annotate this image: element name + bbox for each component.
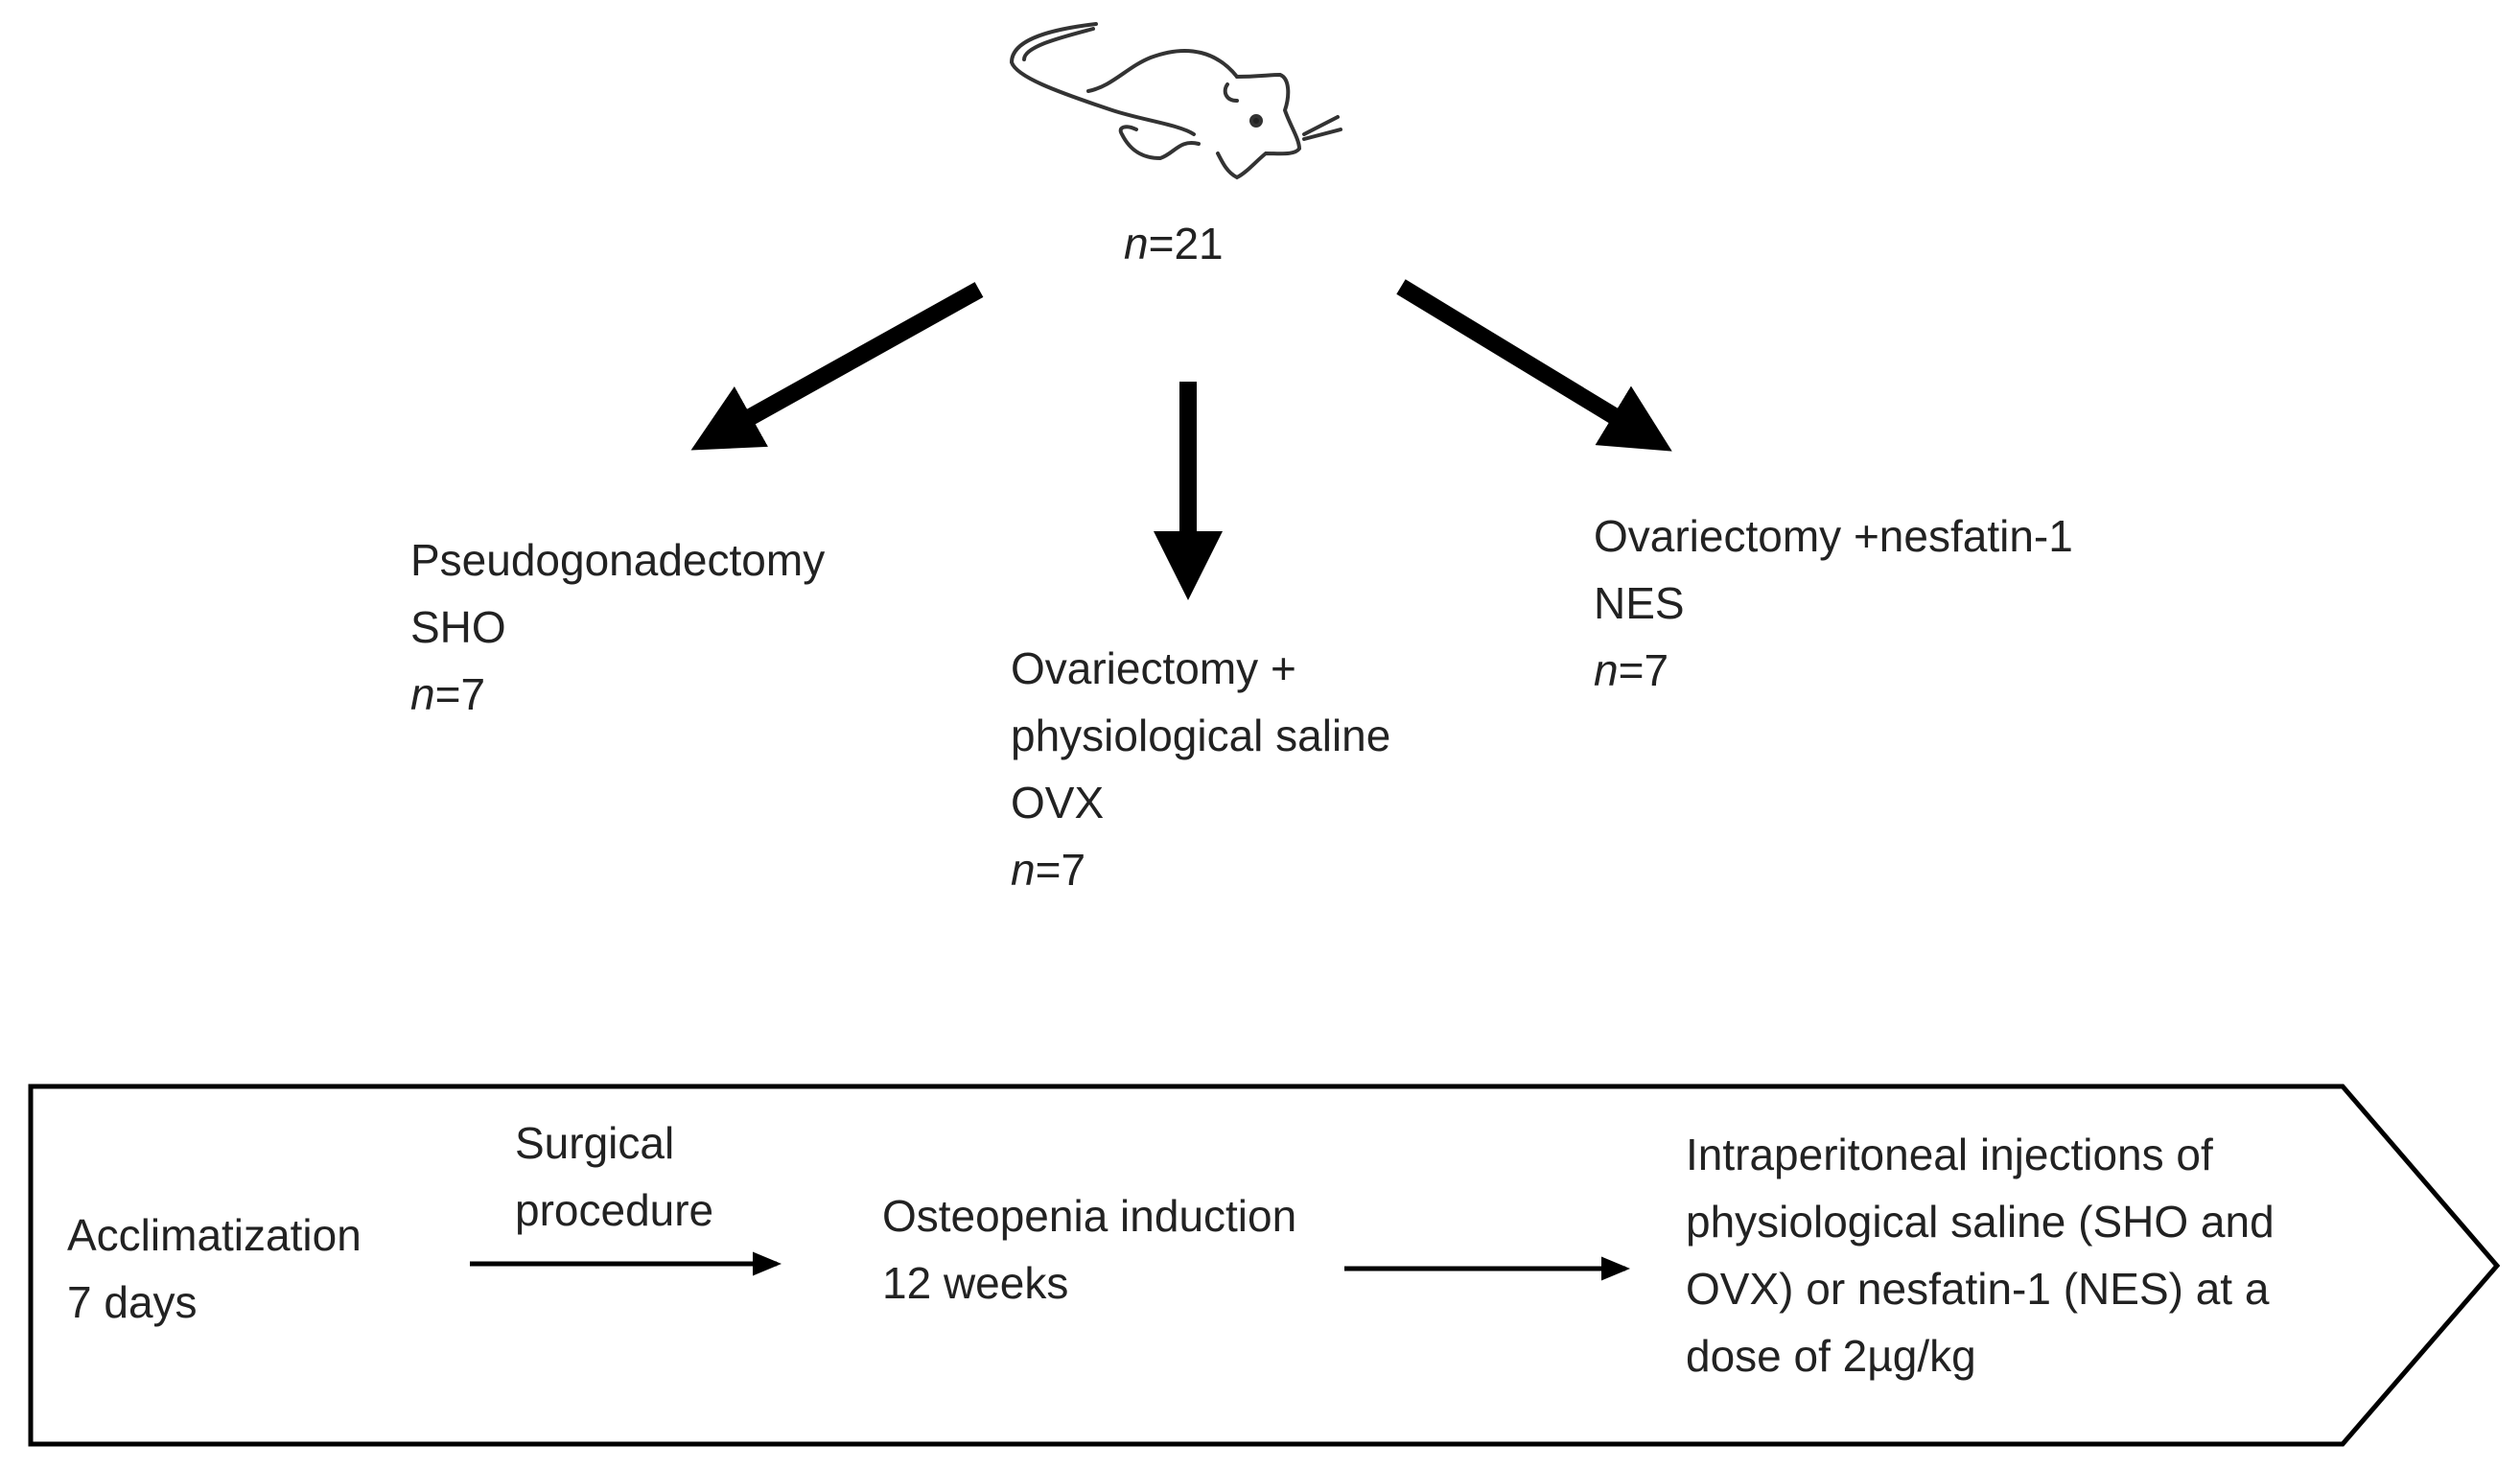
n-value: =7 [434,669,486,719]
group-title: Pseudogonadectomy [410,535,826,585]
n-value: =21 [1148,219,1224,268]
n-label: n [1011,845,1036,895]
group-title: Ovariectomy +nesfatin-1 [1594,511,2073,561]
group-code: OVX [1011,778,1105,828]
group-n: n=7 [410,661,825,728]
group-ovx: Ovariectomy + physiological saline OVX n… [1011,635,1390,903]
step-line: OVX) or nesfatin-1 (NES) at a [1686,1264,2270,1314]
group-title-line2: physiological saline [1011,711,1391,760]
n-label: n [1594,645,1619,695]
step-line: dose of 2µg/kg [1686,1331,1976,1381]
arrow-to-sho [690,282,984,451]
n-value: =7 [1035,845,1086,895]
group-code: NES [1594,578,1685,628]
step-acclimatization: Acclimatization 7 days [67,1201,362,1336]
step-osteopenia: Osteopenia induction 12 weeks [882,1182,1296,1317]
step-surgical: Surgical procedure [515,1109,713,1244]
step-title: Acclimatization [67,1210,362,1260]
group-sho: Pseudogonadectomy SHO n=7 [410,526,825,728]
group-code: SHO [410,602,506,652]
n-label: n [1124,219,1149,268]
group-title: Ovariectomy + [1011,643,1296,693]
step-line: physiological saline (SHO and [1686,1197,2275,1247]
total-n: n=21 [1124,210,1224,277]
arrow-to-nes [1396,279,1672,452]
step-title: Surgical [515,1118,675,1168]
step-title-line2: procedure [515,1185,714,1235]
step-title: Osteopenia induction [882,1191,1297,1241]
timeline-box [28,1084,2501,1447]
mouse-illustration [1009,22,1342,180]
step-injections: Intraperitoneal injections of physiologi… [1686,1121,2275,1389]
n-value: =7 [1618,645,1669,695]
n-label: n [410,669,435,719]
step-duration: 12 weeks [882,1258,1069,1308]
group-n: n=7 [1594,637,2073,704]
step-line: Intraperitoneal injections of [1686,1130,2213,1179]
group-nes: Ovariectomy +nesfatin-1 NES n=7 [1594,502,2073,704]
group-n: n=7 [1011,836,1390,903]
step-duration: 7 days [67,1277,198,1327]
